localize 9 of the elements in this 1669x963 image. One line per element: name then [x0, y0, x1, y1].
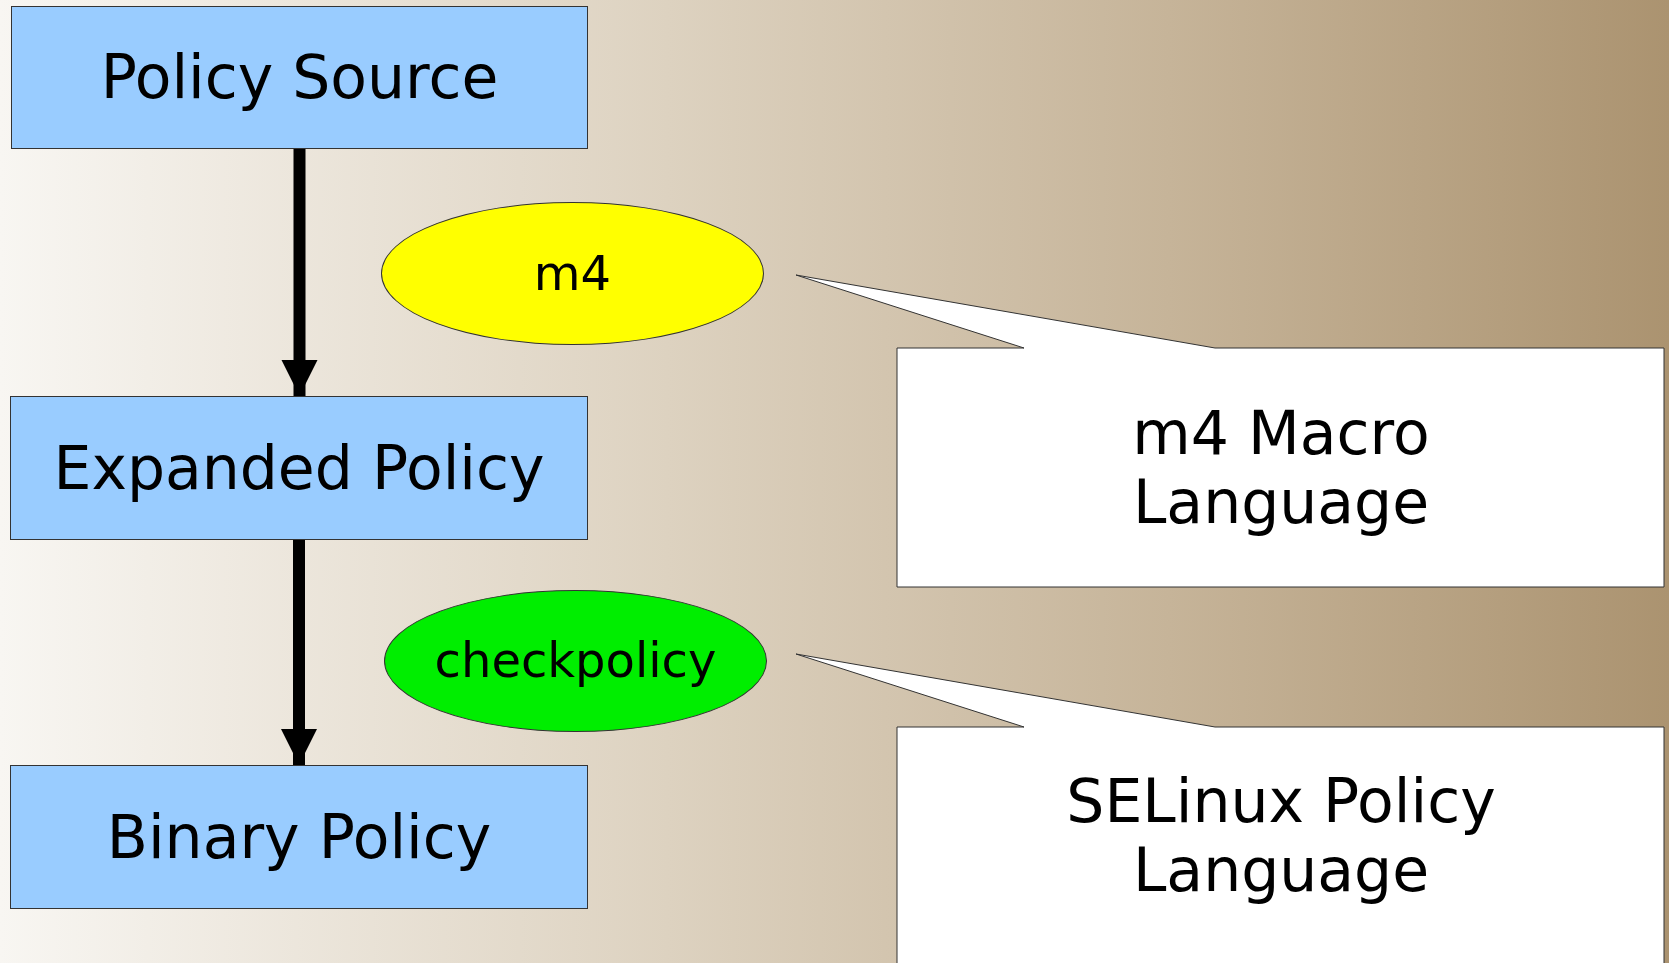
- process-box: Expanded Policy: [10, 396, 588, 540]
- callout-bubble: m4 Macro Language: [796, 275, 1665, 588]
- callout-bubble: SELinux Policy Language: [796, 654, 1665, 963]
- process-box: Binary Policy: [10, 765, 588, 909]
- arrow: [281, 149, 318, 396]
- tool-ellipse: checkpolicy: [384, 590, 767, 732]
- process-box: Policy Source: [11, 6, 588, 149]
- arrow: [281, 540, 317, 765]
- tool-ellipse: m4: [381, 202, 764, 345]
